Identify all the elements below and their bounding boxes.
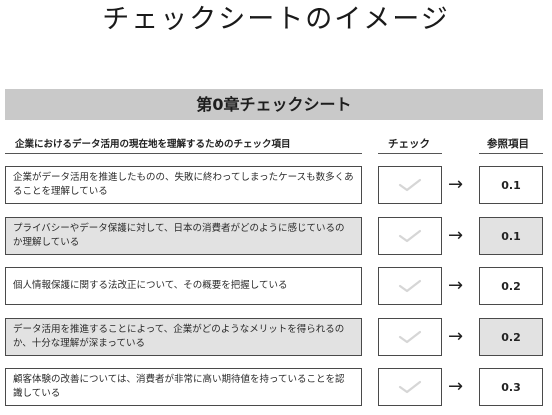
check-box[interactable] bbox=[378, 217, 442, 255]
checklist-row: 企業がデータ活用を推進したものの、失敗に終わってしまったケースも数多くあることを… bbox=[0, 166, 552, 206]
check-item-label: 顧客体験の改善については、消費者が非常に高い期待値を持っていることを認識している bbox=[13, 374, 345, 399]
check-box[interactable] bbox=[378, 267, 442, 305]
checkmark-icon bbox=[398, 178, 422, 192]
checkmark-icon bbox=[398, 229, 422, 243]
reference-section: 0.1 bbox=[479, 166, 543, 204]
checkmark-icon bbox=[398, 330, 422, 344]
check-box[interactable] bbox=[378, 166, 442, 204]
right-arrow-icon: → bbox=[448, 174, 464, 195]
sheet-title: 第0章チェックシート bbox=[5, 89, 543, 120]
check-item-label: 企業がデータ活用を推進したものの、失敗に終わってしまったケースも数多くあることを… bbox=[13, 172, 354, 197]
check-item-text: 企業がデータ活用を推進したものの、失敗に終わってしまったケースも数多くあることを… bbox=[5, 166, 362, 204]
header-divider-ref bbox=[479, 153, 543, 154]
check-item-text: データ活用を推進することによって、企業がどのようなメリットを得られるのか、十分な… bbox=[5, 318, 362, 356]
checklist-row: プライバシーやデータ保護に対して、日本の消費者がどのように感じているのか理解して… bbox=[0, 217, 552, 257]
checkmark-icon bbox=[398, 380, 422, 394]
reference-section: 0.1 bbox=[479, 217, 543, 255]
check-item-text: 個人情報保護に関する法改正について、その概要を把握している bbox=[5, 267, 362, 305]
checklist-row: 個人情報保護に関する法改正について、その概要を把握している → 0.2 bbox=[0, 267, 552, 307]
header-divider-check bbox=[378, 153, 442, 154]
right-arrow-icon: → bbox=[448, 376, 464, 397]
header-check: チェック bbox=[388, 138, 430, 150]
header-divider-items bbox=[5, 153, 362, 154]
header-check-items: 企業におけるデータ活用の現在地を理解するためのチェック項目 bbox=[15, 139, 291, 150]
right-arrow-icon: → bbox=[448, 275, 464, 296]
check-item-text: プライバシーやデータ保護に対して、日本の消費者がどのように感じているのか理解して… bbox=[5, 217, 362, 255]
right-arrow-icon: → bbox=[448, 225, 464, 246]
check-item-label: 個人情報保護に関する法改正について、その概要を把握している bbox=[13, 280, 288, 291]
reference-section: 0.3 bbox=[479, 368, 543, 406]
check-item-text: 顧客体験の改善については、消費者が非常に高い期待値を持っていることを認識している bbox=[5, 368, 362, 406]
reference-section: 0.2 bbox=[479, 318, 543, 356]
header-reference: 参照項目 bbox=[487, 138, 529, 150]
checklist-row: 顧客体験の改善については、消費者が非常に高い期待値を持っていることを認識している… bbox=[0, 368, 552, 408]
right-arrow-icon: → bbox=[448, 326, 464, 347]
check-item-label: データ活用を推進することによって、企業がどのようなメリットを得られるのか、十分な… bbox=[13, 324, 345, 349]
checklist-row: データ活用を推進することによって、企業がどのようなメリットを得られるのか、十分な… bbox=[0, 318, 552, 358]
checkmark-icon bbox=[398, 279, 422, 293]
check-box[interactable] bbox=[378, 318, 442, 356]
check-item-label: プライバシーやデータ保護に対して、日本の消費者がどのように感じているのか理解して… bbox=[13, 223, 345, 248]
reference-section: 0.2 bbox=[479, 267, 543, 305]
page-title: チェックシートのイメージ bbox=[102, 4, 450, 35]
check-box[interactable] bbox=[378, 368, 442, 406]
